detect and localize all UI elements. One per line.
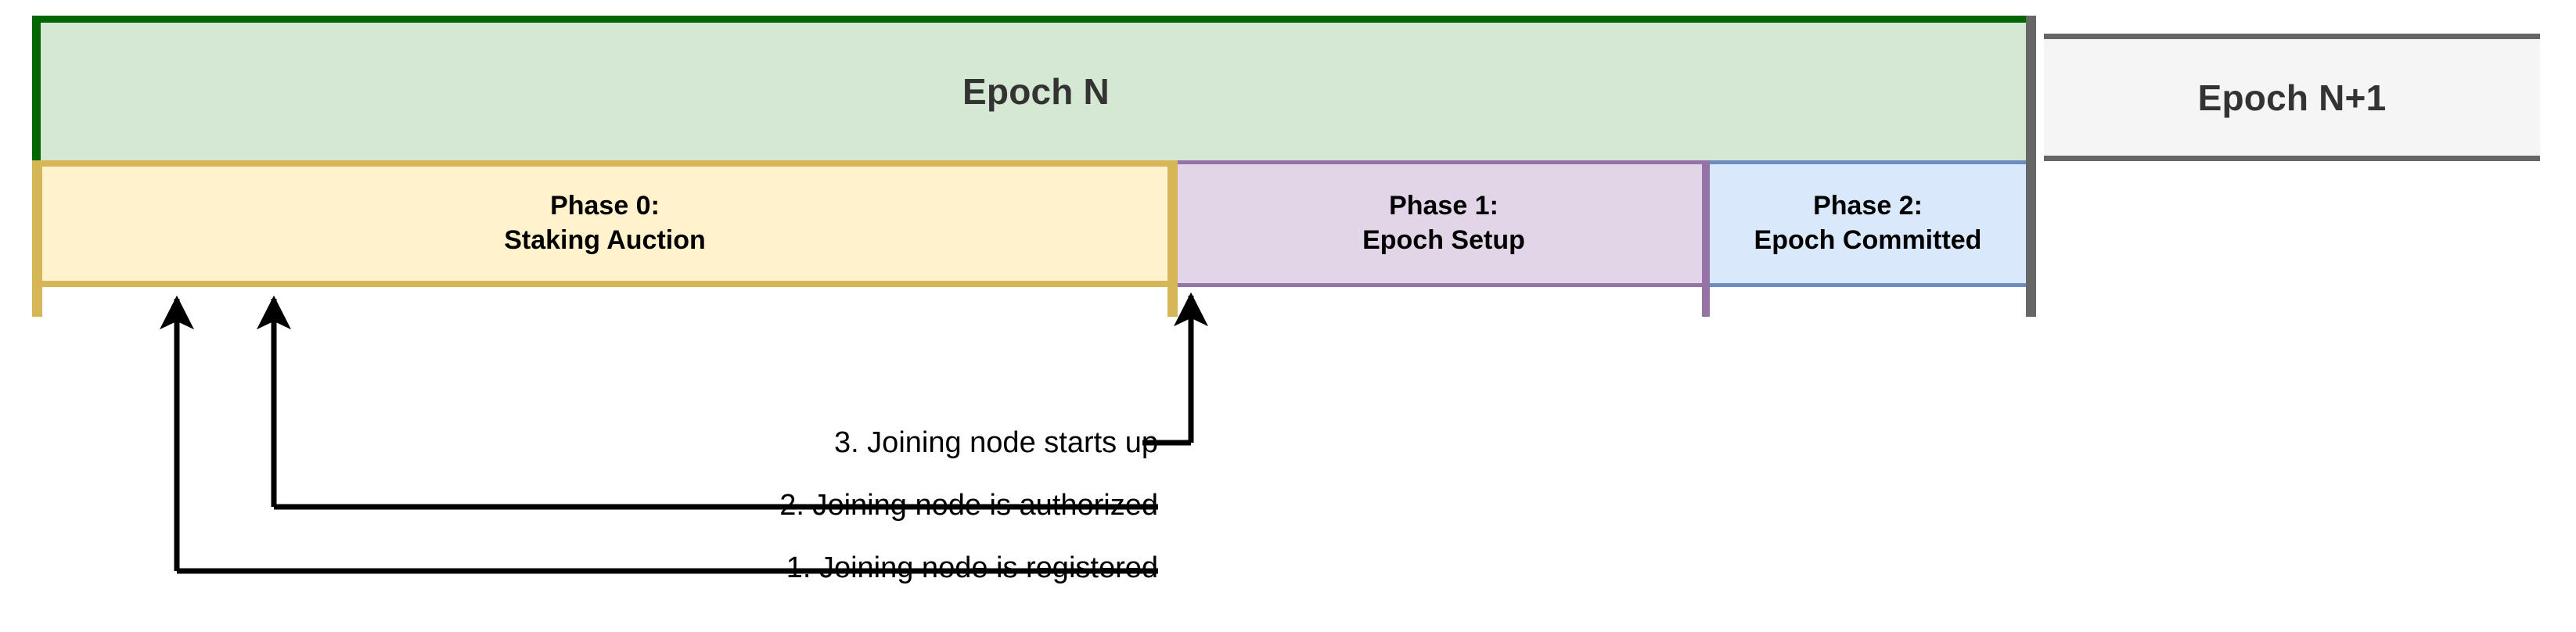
phase-1-label: Phase 1: Epoch Setup: [1362, 189, 1525, 257]
phase-1-box: Phase 1: Epoch Setup: [1178, 160, 1710, 287]
phase-1-title: Phase 1:: [1389, 191, 1498, 221]
epoch-boundary-divider: [2026, 16, 2036, 317]
phase-2-subtitle: Epoch Committed: [1754, 225, 1982, 255]
epoch-n-plus-1-label: Epoch N+1: [2197, 77, 2387, 118]
phase-0-title: Phase 0:: [550, 191, 660, 221]
phase-2-box: Phase 2: Epoch Committed: [1710, 160, 2026, 287]
phase-0-right-spine: [1167, 160, 1178, 317]
epoch-n-label: Epoch N: [962, 71, 1110, 112]
epoch-n-plus-1-box: Epoch N+1: [2044, 34, 2540, 161]
phase-0-label: Phase 0: Staking Auction: [504, 189, 706, 257]
phase-0-subtitle: Staking Auction: [504, 225, 706, 255]
phase-0-left-spine: [32, 160, 42, 317]
phase-1-subtitle: Epoch Setup: [1362, 225, 1525, 255]
phase-0-box: Phase 0: Staking Auction: [32, 160, 1178, 287]
phase-2-label: Phase 2: Epoch Committed: [1754, 189, 1982, 257]
callout-3-label: 3. Joining node starts up: [833, 426, 1158, 459]
callout-2-label: 2. Joining node is authorized: [779, 489, 1158, 522]
callout-1-label: 1. Joining node is registered: [786, 551, 1158, 584]
phase-1-right-spine: [1702, 160, 1710, 317]
epoch-n-box: Epoch N: [32, 16, 2035, 160]
phase-2-title: Phase 2:: [1813, 191, 1923, 221]
